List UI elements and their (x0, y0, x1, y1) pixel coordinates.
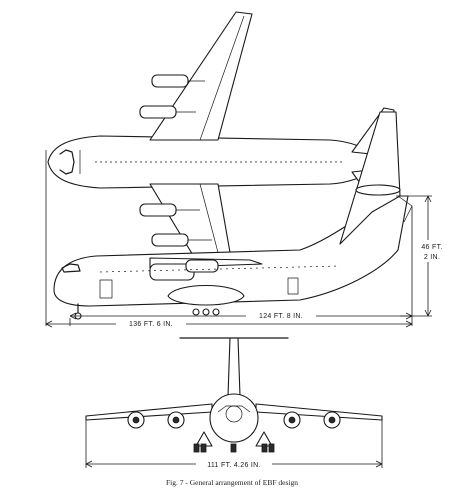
height-dimension: 46 FT. 2 IN. (396, 195, 448, 317)
height-in-label: 2 IN. (424, 254, 440, 261)
front-view-wing-right (255, 403, 383, 421)
side-view-nose-gear (74, 303, 82, 320)
front-view-engine-2 (167, 411, 185, 429)
front-view-fuselage (209, 393, 259, 443)
overall-length-label: 136 FT. 6 IN. (129, 321, 173, 328)
side-view-t-tail (355, 184, 401, 196)
wingspan-dimension: 111 FT. 4.26 IN. (85, 420, 383, 469)
figure-caption: Fig. 7 - General arrangement of EBF desi… (166, 478, 298, 487)
top-view-engine-1 (151, 74, 205, 88)
top-view-engine-3 (139, 203, 200, 217)
front-view-wing-left (85, 403, 213, 421)
front-view (85, 337, 383, 453)
front-view-engine-4 (323, 411, 341, 429)
front-view-landing-gear (193, 443, 275, 453)
fuselage-length-label: 124 FT. 8 IN. (259, 313, 303, 320)
side-view-main-gear (192, 308, 220, 316)
front-view-vertical-fin (227, 337, 241, 397)
top-view-engine-2 (139, 105, 196, 119)
front-view-engine-3 (283, 411, 301, 429)
height-ft-label: 46 FT. (421, 244, 442, 251)
length-dimensions: 124 FT. 8 IN. 136 FT. 6 IN. (45, 150, 413, 328)
side-view-gear-pod (167, 284, 245, 306)
wingspan-label: 111 FT. 4.26 IN. (207, 462, 261, 469)
front-view-engine-1 (127, 411, 145, 429)
side-view (53, 111, 413, 320)
side-view-vertical-fin (339, 111, 401, 245)
top-view-engine-4 (151, 233, 212, 247)
